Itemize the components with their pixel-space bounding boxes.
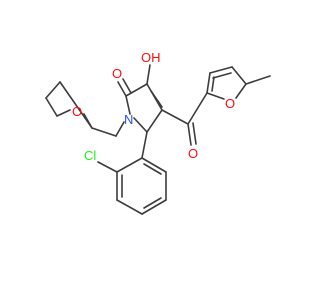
bond-carbonyl-furan [187, 92, 208, 125]
bond-c2-c3 [125, 83, 148, 97]
atom-lactam-o: O [112, 66, 122, 81]
bonds [45, 64, 271, 215]
bond-n-ch2 [115, 121, 125, 137]
bond-c3-c4-double-inner [150, 90, 163, 108]
bond-thf-c4-c3 [45, 81, 61, 99]
bond-furan-o-c2 [206, 92, 225, 100]
bond-c5-n [133, 117, 148, 133]
bond-ph-cl [97, 161, 118, 173]
atom-furan-o: O [225, 96, 235, 111]
bond-furan-c5-o [235, 83, 247, 99]
atom-ring-n: N [124, 112, 133, 127]
atom-labels: OH O O O O N Cl [72, 50, 235, 163]
bond-furan-c2-c3 [206, 72, 211, 94]
molecule-diagram: OH O O O O N Cl [45, 50, 271, 215]
bond-ph-1-2 [116, 157, 143, 173]
bond-c5-phenyl [141, 131, 148, 159]
bond-c3-oh [146, 64, 151, 85]
bond-ch2-thf [91, 127, 117, 137]
bond-ph-6-1 [141, 157, 167, 173]
bond-thf-c3-c2 [59, 81, 93, 129]
bond-ph-inner-b [143, 197, 162, 209]
bond-thf-o-c5 [56, 109, 71, 117]
bond-furan-c4-c5 [231, 66, 247, 85]
bond-ph-3-4 [116, 199, 143, 215]
bond-ketone-co [187, 123, 192, 146]
bond-ph-inner-c [143, 163, 162, 175]
atom-oh: OH [141, 50, 161, 65]
atom-thf-o: O [72, 104, 82, 119]
bond-furan-c3-c4-inner [212, 72, 232, 79]
bond-ph-4-5 [141, 199, 167, 215]
bond-furan-c2-c3-inner [211, 76, 215, 92]
bond-furan-c3-c4 [209, 66, 233, 74]
bond-lactam-co-2 [122, 78, 132, 94]
bond-c4-carbonyl [161, 109, 189, 125]
bond-n-c2 [125, 95, 131, 115]
bond-ketone-co-2 [192, 122, 197, 145]
structure-canvas: OH O O O O N Cl [45, 50, 271, 215]
atom-cl: Cl [84, 148, 96, 163]
atom-ketone-o: O [188, 146, 198, 161]
bond-lactam-co [117, 81, 127, 97]
bond-c4-c5 [146, 109, 163, 133]
bond-thf-c5-c4 [45, 97, 58, 117]
bond-furan-methyl [245, 75, 271, 85]
